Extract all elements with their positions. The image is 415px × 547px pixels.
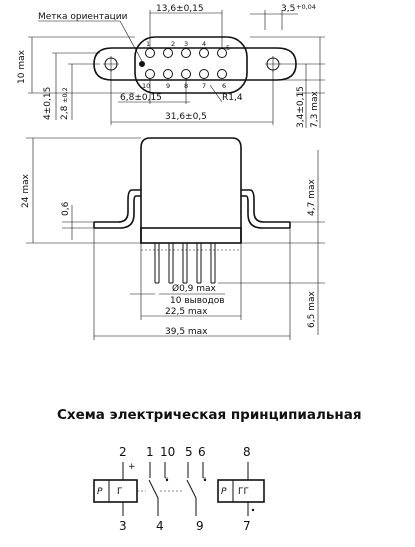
dim-radius: R1,4 <box>222 93 243 103</box>
orientation-mark <box>139 61 145 67</box>
sch-top-8: 8 <box>243 445 251 459</box>
sch-top-6: 6 <box>198 445 206 459</box>
sch-top-10: 10 <box>160 445 175 459</box>
dim-top-right-sup: +0,04 <box>296 3 316 11</box>
pin-label-1: 1 <box>146 40 150 48</box>
dim-left-a: 4±0,15 <box>43 87 53 120</box>
sch-top-5: 5 <box>185 445 193 459</box>
bracket-right <box>241 189 290 223</box>
pin-label-2: 2 <box>171 40 175 48</box>
sch-top-2: 2 <box>119 445 127 459</box>
dim-left-b-sup: ±0,2 <box>61 87 69 103</box>
top-view-can <box>134 36 248 94</box>
coil-1-plus: + <box>128 462 136 472</box>
coil-2 <box>217 479 265 503</box>
dim-right-b: 7,3 max <box>310 91 320 128</box>
dim-overall: 31,6±0,5 <box>165 112 207 122</box>
dim-right-a: 3,4±0,15 <box>296 86 306 128</box>
dim-flange: 0,6 <box>61 201 71 216</box>
pin-label-10: 10 <box>142 82 150 90</box>
coil-2-letter: Р <box>221 487 227 497</box>
dim-base: 39,5 max <box>165 327 208 337</box>
pin-label-7: 7 <box>202 82 206 90</box>
dim-pins-count: 10 выводов <box>170 296 225 306</box>
dim-left-b: 2,8 <box>60 105 70 120</box>
side-view: 24 max 0,6 4,7 max 6,5 max Ø0,9 max 10 в… <box>21 137 325 340</box>
dim-pin-length: 6,5 max <box>307 291 317 328</box>
top-view-body <box>93 47 297 81</box>
pin-label-3: 3 <box>184 40 188 48</box>
coil-2-text: ГГ <box>238 487 249 497</box>
sch-top-1: 1 <box>146 445 154 459</box>
sch-bot-3: 3 <box>119 519 127 533</box>
side-view-pins <box>141 243 241 284</box>
bracket-left <box>94 189 141 223</box>
dim-left-height: 10 max <box>17 49 27 84</box>
sch-bot-4: 4 <box>156 519 164 533</box>
schematic: Схема электрическая принципиальная 2 1 1… <box>57 407 362 533</box>
pin-label-9: 9 <box>166 82 170 90</box>
dim-top-right: 3,5 <box>281 4 295 14</box>
coil-1-text: Г <box>117 487 123 497</box>
dim-pin-dia: Ø0,9 max <box>172 283 217 294</box>
dim-top-width: 13,6±0,15 <box>156 4 204 14</box>
sch-bot-7: 7 <box>243 519 251 533</box>
pin-label-6: 6 <box>222 82 226 90</box>
dim-height: 24 max <box>21 173 31 208</box>
dim-right-height: 4,7 max <box>307 179 317 216</box>
schematic-title: Схема электрическая принципиальная <box>57 407 362 423</box>
pin-circles <box>139 48 227 79</box>
top-view: 1 2 3 4 5 10 9 8 7 6 Метка ориентации 13… <box>17 3 325 128</box>
dim-pin-span: 22,5 max <box>165 307 208 317</box>
sch-bot-9: 9 <box>196 519 204 533</box>
coil-1-letter: Р <box>97 487 103 497</box>
dim-pitch: 6,8±0,15 <box>120 93 162 103</box>
pin-label-5: 5 <box>226 44 230 52</box>
pin-label-4: 4 <box>202 40 206 48</box>
side-view-base <box>140 227 242 244</box>
orientation-label: Метка ориентации <box>38 12 128 22</box>
